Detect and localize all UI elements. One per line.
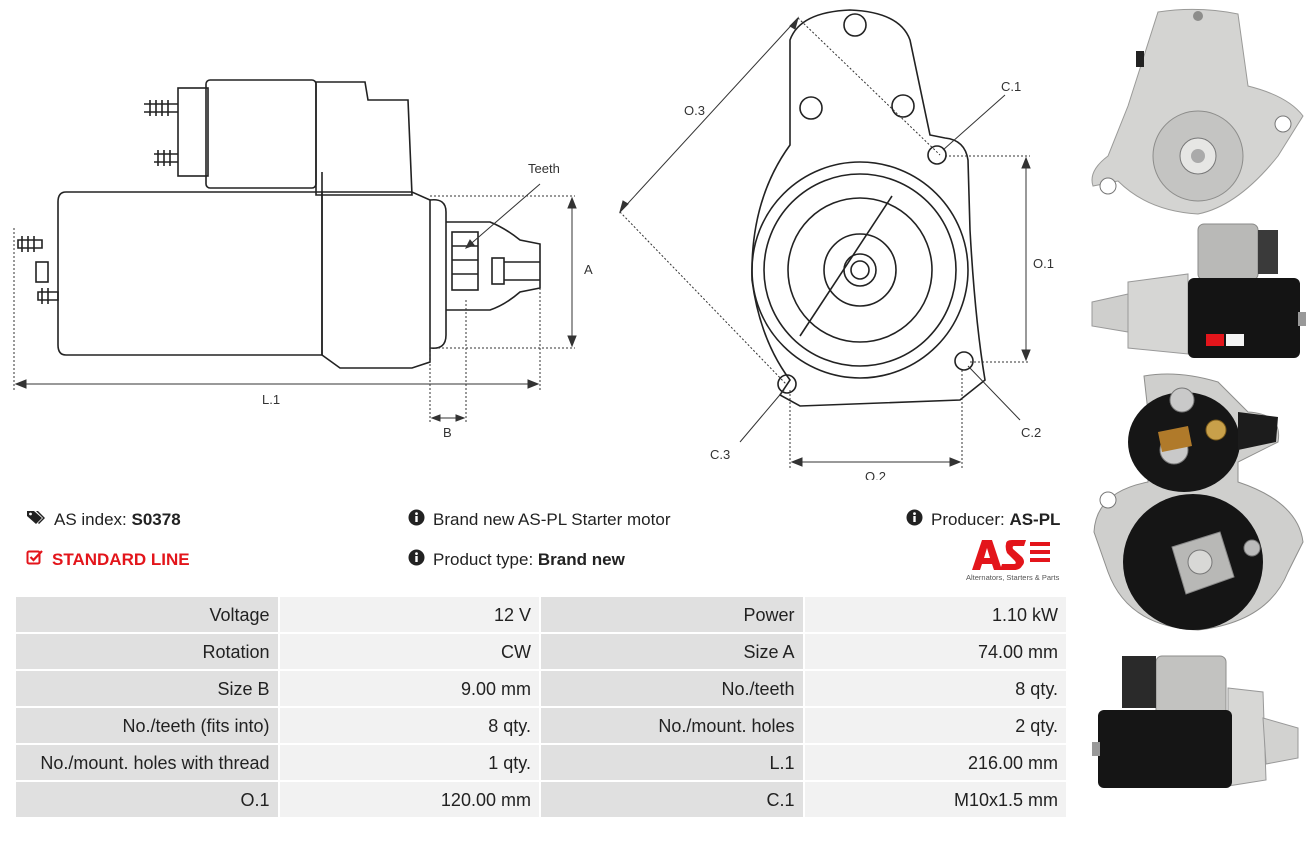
info-icon	[906, 509, 923, 531]
product-line-text: STANDARD LINE	[52, 549, 190, 569]
spec-label: Power	[540, 597, 803, 632]
table-row: Rotation CW Size A 74.00 mm	[16, 634, 1066, 669]
label-a: A	[584, 262, 593, 277]
product-type-label: Product type:	[433, 550, 534, 569]
as-index-label: AS index:	[54, 509, 127, 529]
table-row: No./teeth (fits into) 8 qty. No./mount. …	[16, 708, 1066, 743]
label-teeth: Teeth	[528, 161, 560, 176]
spec-value: 120.00 mm	[279, 782, 539, 817]
spec-label: Rotation	[16, 634, 278, 669]
table-row: Size B 9.00 mm No./teeth 8 qty.	[16, 671, 1066, 706]
spec-label: O.1	[16, 782, 278, 817]
spec-label: C.1	[540, 782, 803, 817]
solenoid-cap	[177, 87, 209, 177]
spec-label: L.1	[540, 745, 803, 780]
label-c3: C.3	[710, 447, 730, 462]
tags-icon	[26, 509, 46, 530]
spec-label: No./mount. holes	[540, 708, 803, 743]
specifications-table: Voltage 12 V Power 1.10 kW Rotation CW S…	[14, 595, 1068, 819]
spec-value: 1 qty.	[279, 745, 539, 780]
spec-value: 1.10 kW	[804, 597, 1066, 632]
spec-value: 9.00 mm	[279, 671, 539, 706]
spec-value: 216.00 mm	[804, 745, 1066, 780]
description-text: Brand new AS-PL Starter motor	[433, 510, 671, 529]
spec-value: M10x1.5 mm	[804, 782, 1066, 817]
product-type-value: Brand new	[537, 550, 625, 569]
table-row: No./mount. holes with thread 1 qty. L.1 …	[16, 745, 1066, 780]
product-photo-side-alt[interactable]	[1088, 648, 1308, 792]
spec-label: Size A	[540, 634, 803, 669]
product-type: Product type: Brand new	[408, 549, 625, 571]
spec-value: 8 qty.	[279, 708, 539, 743]
product-photo-rear[interactable]	[1088, 372, 1308, 634]
producer-value: AS-PL	[1009, 510, 1061, 529]
label-o3: O.3	[684, 103, 705, 118]
spec-value: CW	[279, 634, 539, 669]
label-c1: C.1	[1001, 79, 1021, 94]
label-b: B	[443, 425, 452, 440]
table-row: Voltage 12 V Power 1.10 kW	[16, 597, 1066, 632]
spec-label: No./mount. holes with thread	[16, 745, 278, 780]
checkbox-icon	[26, 549, 44, 570]
spec-label: Voltage	[16, 597, 278, 632]
motor-body	[57, 191, 323, 356]
logo-tagline: Alternators, Starters & Parts	[966, 573, 1060, 582]
technical-drawing: Teeth A B L.1 O.3 O.1	[13, 9, 1054, 480]
spec-label: Size B	[16, 671, 278, 706]
spec-value: 2 qty.	[804, 708, 1066, 743]
label-o1: O.1	[1033, 256, 1054, 271]
table-row: O.1 120.00 mm C.1 M10x1.5 mm	[16, 782, 1066, 817]
as-index-value: S0378	[131, 509, 181, 529]
spec-value: 8 qty.	[804, 671, 1066, 706]
solenoid-housing	[315, 81, 413, 196]
product-line: STANDARD LINE	[26, 549, 190, 570]
spec-value: 12 V	[279, 597, 539, 632]
as-index: AS index: S0378	[26, 509, 181, 530]
label-o2: O.2	[865, 469, 886, 480]
product-photo-side[interactable]	[1088, 222, 1308, 364]
as-pl-logo	[972, 540, 1050, 570]
producer: Producer: AS-PL	[906, 509, 1060, 531]
info-icon	[408, 509, 425, 531]
product-photo-front[interactable]	[1088, 6, 1308, 216]
spec-label: No./teeth (fits into)	[16, 708, 278, 743]
label-c2: C.2	[1021, 425, 1041, 440]
spec-value: 74.00 mm	[804, 634, 1066, 669]
info-icon	[408, 549, 425, 571]
spec-label: No./teeth	[540, 671, 803, 706]
solenoid-body	[205, 79, 317, 189]
description: Brand new AS-PL Starter motor	[408, 509, 670, 531]
label-l1: L.1	[262, 392, 280, 407]
producer-label: Producer:	[931, 510, 1005, 529]
